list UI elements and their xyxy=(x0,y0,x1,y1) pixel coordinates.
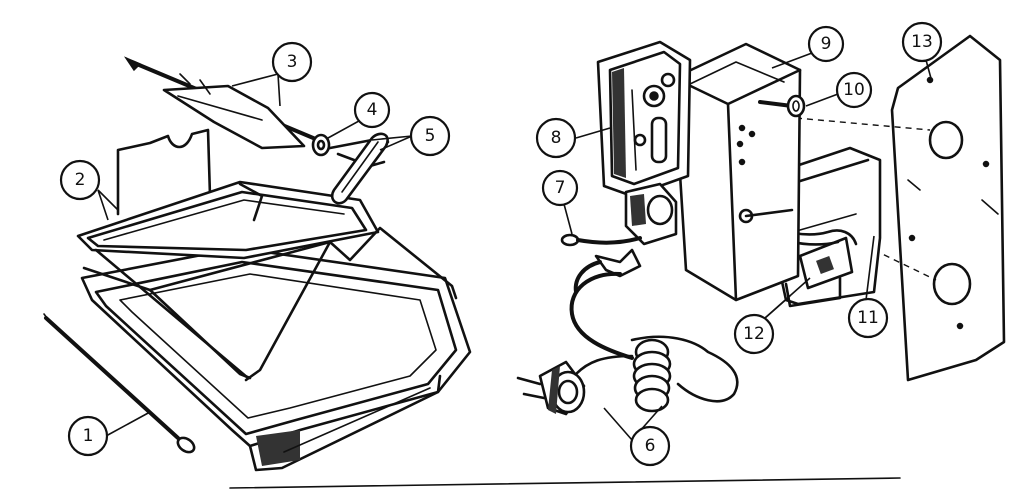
part-10-screw xyxy=(758,94,806,118)
wire-stand xyxy=(82,226,458,382)
callout-11: 11 xyxy=(847,297,889,339)
part-5-handle xyxy=(328,132,390,205)
callout-9: 9 xyxy=(807,25,845,63)
callout-6: 6 xyxy=(629,425,671,467)
callout-3: 3 xyxy=(271,41,313,83)
callout-label: 12 xyxy=(743,324,765,344)
drip-pan xyxy=(80,246,472,472)
callout-12: 12 xyxy=(733,313,775,355)
callout-label: 1 xyxy=(83,426,94,446)
callout-label: 9 xyxy=(821,34,832,54)
part-9-motor-box xyxy=(672,42,802,302)
callout-label: 3 xyxy=(287,52,298,72)
callout-7: 7 xyxy=(541,169,579,207)
callout-label: 2 xyxy=(75,170,86,190)
callout-13: 13 xyxy=(901,21,943,63)
part-8-motor xyxy=(596,40,692,246)
part-3-spit-assembly xyxy=(123,56,320,150)
callout-label: 6 xyxy=(645,436,656,456)
callout-label: 11 xyxy=(857,308,879,328)
callout-10: 10 xyxy=(835,71,873,109)
callout-label: 4 xyxy=(367,100,378,120)
callout-label: 7 xyxy=(555,178,566,198)
callout-2: 2 xyxy=(59,159,101,201)
callout-4: 4 xyxy=(353,91,391,129)
callout-8: 8 xyxy=(535,117,577,159)
part-4-collar xyxy=(311,133,331,157)
scan-edge-line xyxy=(229,477,901,489)
callout-1: 1 xyxy=(67,415,109,457)
callout-label: 10 xyxy=(843,80,865,100)
callout-5: 5 xyxy=(409,115,451,157)
part-13-back-plate xyxy=(890,34,1006,382)
callout-label: 8 xyxy=(551,128,562,148)
part-1-skewer-pin xyxy=(43,313,196,454)
part-7-lead-wire xyxy=(560,233,642,278)
callout-label: 5 xyxy=(425,126,436,146)
callout-label: 13 xyxy=(911,32,933,52)
part-6-power-cord xyxy=(516,260,739,416)
